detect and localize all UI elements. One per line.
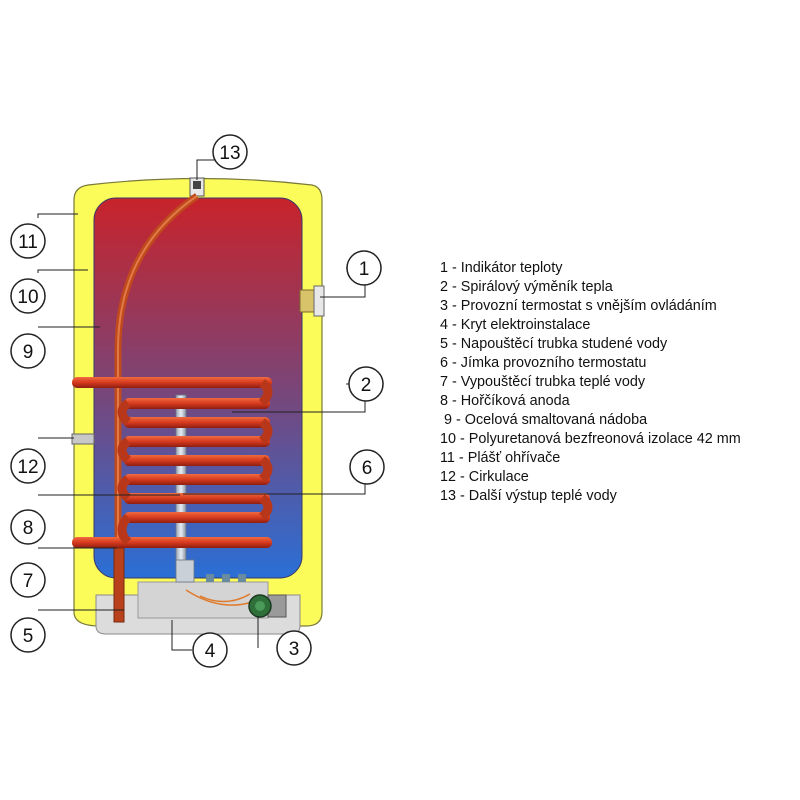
callout-6: 6 bbox=[362, 458, 373, 479]
callout-3-circle bbox=[276, 630, 312, 666]
tank-flange-1 bbox=[206, 574, 214, 582]
parts-legend: 1 - Indikátor teploty 2 - Spirálový výmě… bbox=[440, 259, 790, 506]
legend-item-8: 8 - Hořčíková anoda bbox=[440, 393, 570, 409]
callout-6-circle bbox=[349, 449, 385, 485]
callout-2: 2 bbox=[361, 375, 372, 396]
indicator-knob bbox=[313, 285, 325, 317]
tank-flange-2 bbox=[222, 574, 230, 582]
thermostat-center bbox=[255, 601, 265, 611]
legend-item-5: 5 - Napouštěcí trubka studené vody bbox=[440, 336, 668, 352]
thermostat-wires bbox=[185, 589, 253, 606]
callout-3: 3 bbox=[289, 639, 300, 660]
callout-12: 12 bbox=[17, 457, 38, 478]
callout-10-circle bbox=[10, 278, 46, 314]
legend-item-9: 9 - Ocelová smaltovaná nádoba bbox=[440, 412, 648, 428]
callout-4-circle bbox=[192, 632, 228, 668]
callout-1: 1 bbox=[359, 259, 370, 280]
legend-item-7: 7 - Vypouštěcí trubka teplé vody bbox=[440, 374, 646, 390]
hot-water-pipe-highlight bbox=[117, 195, 198, 620]
tank-flange-3 bbox=[238, 574, 246, 582]
heat-exchanger-coil bbox=[72, 377, 273, 548]
callout-13-circle bbox=[212, 134, 248, 170]
callout-8: 8 bbox=[23, 518, 34, 539]
cover-housing-box bbox=[137, 581, 269, 619]
anode-base bbox=[175, 559, 195, 583]
legend-item-3: 3 - Provozní termostat s vnějším ovládán… bbox=[440, 298, 717, 314]
top-outlet-hole bbox=[193, 181, 201, 189]
callout-9-circle bbox=[10, 333, 46, 369]
legend-item-4: 4 - Kryt elektroinstalace bbox=[440, 317, 591, 333]
callout-5-circle bbox=[10, 617, 46, 653]
callout-10: 10 bbox=[17, 287, 38, 308]
callout-7: 7 bbox=[23, 571, 34, 592]
callout-13: 13 bbox=[219, 143, 240, 164]
callout-4: 4 bbox=[205, 641, 216, 662]
legend-item-1: 1 - Indikátor teploty bbox=[440, 260, 563, 276]
legend-item-11: 11 - Plášť ohřívače bbox=[440, 450, 561, 466]
legend-item-13: 13 - Další výstup teplé vody bbox=[440, 488, 617, 504]
legend-item-6: 6 - Jímka provozního termostatu bbox=[440, 355, 647, 371]
callout-2-circle bbox=[348, 366, 384, 402]
cold-water-pipe bbox=[113, 547, 125, 623]
callout-1-circle bbox=[346, 250, 382, 286]
callout-8-circle bbox=[10, 509, 46, 545]
circulation-port bbox=[71, 433, 95, 445]
legend-item-10: 10 - Polyuretanová bezfreonová izolace 4… bbox=[440, 431, 741, 447]
callout-11: 11 bbox=[18, 232, 38, 253]
callout-5: 5 bbox=[23, 626, 34, 647]
callout-11-circle bbox=[10, 223, 46, 259]
legend-item-2: 2 - Spirálový výměník tepla bbox=[440, 279, 613, 295]
legend-item-12: 12 - Cirkulace bbox=[440, 469, 529, 485]
callout-9: 9 bbox=[23, 342, 34, 363]
callout-7-circle bbox=[10, 562, 46, 598]
callout-12-circle bbox=[10, 448, 46, 484]
